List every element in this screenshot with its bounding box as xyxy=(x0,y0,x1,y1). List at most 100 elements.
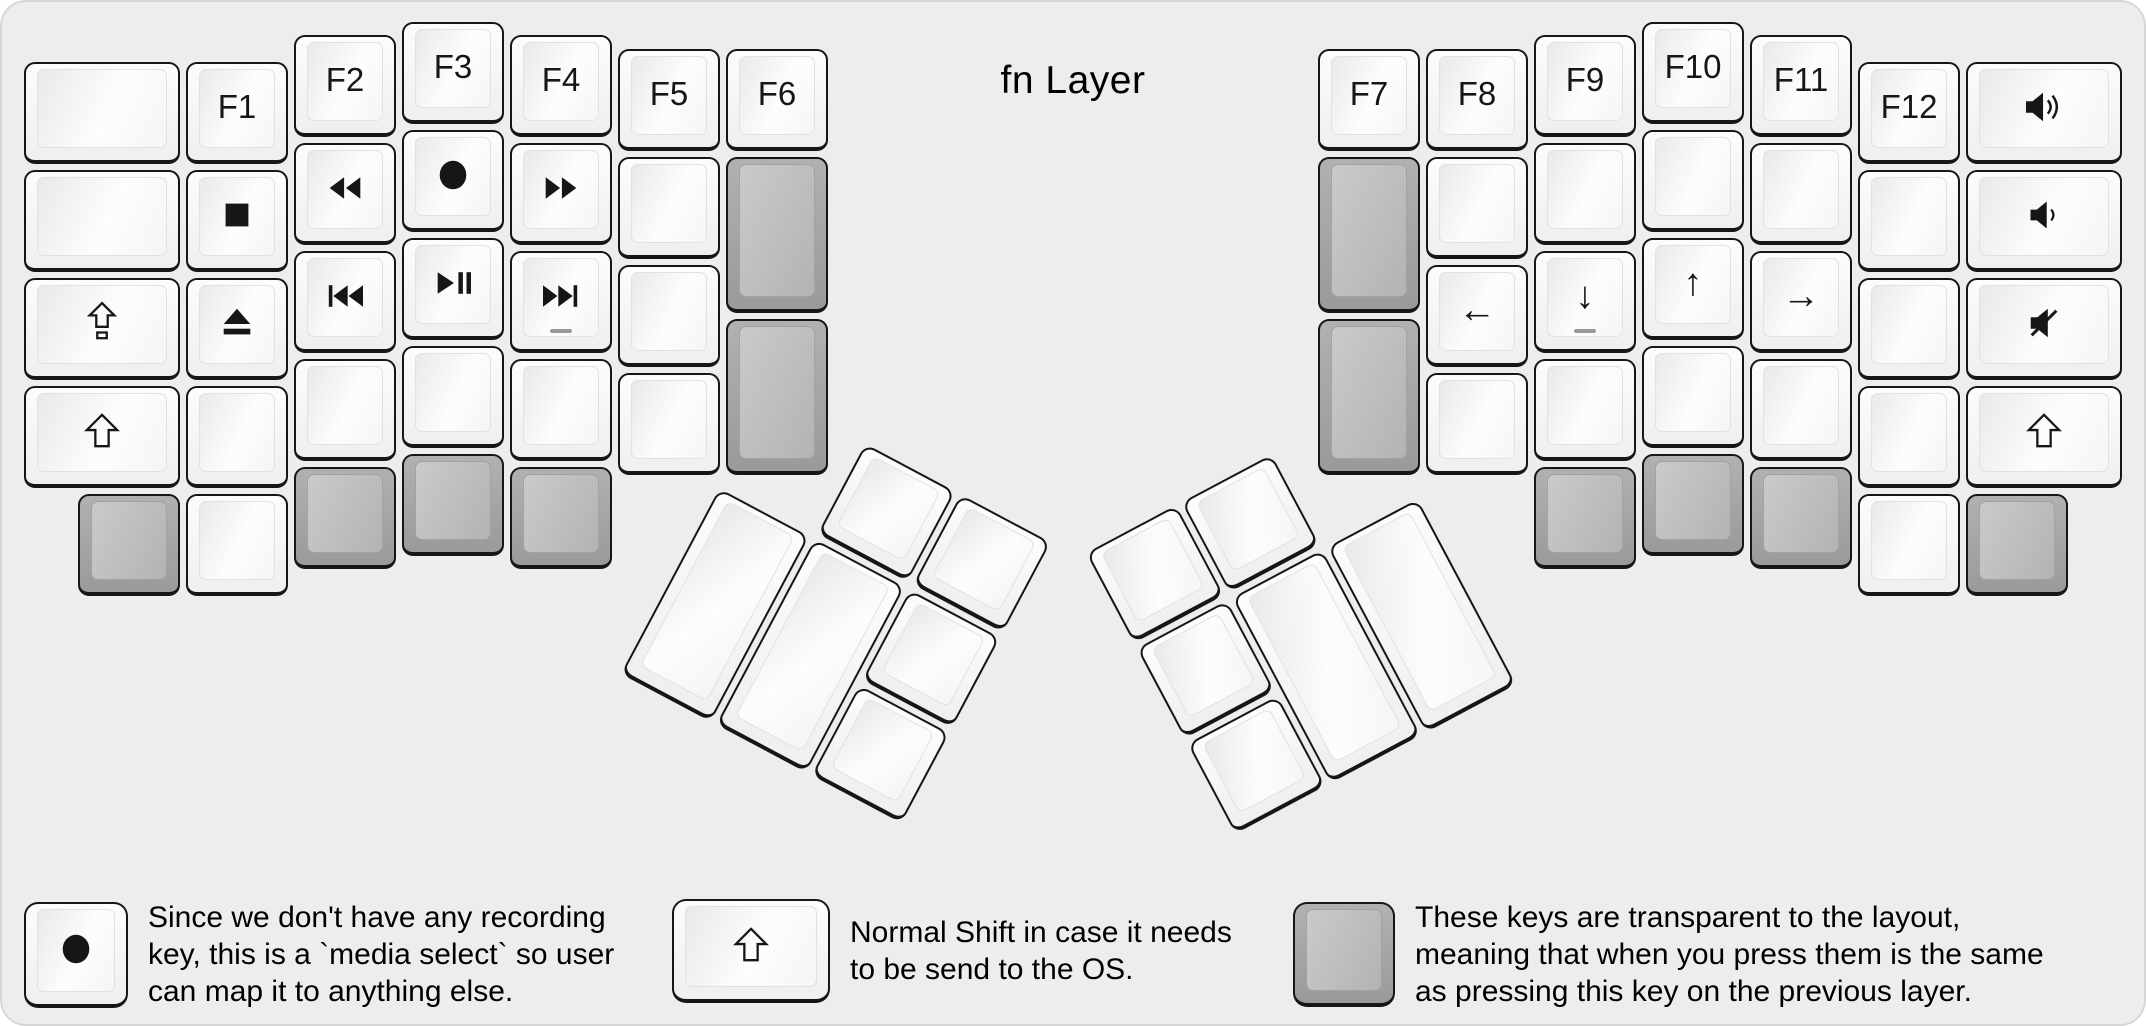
key-shift[interactable] xyxy=(24,386,180,488)
key-blank[interactable] xyxy=(24,62,180,164)
shift-icon xyxy=(1968,388,2120,474)
key-blank[interactable] xyxy=(1642,130,1744,232)
keytop xyxy=(523,366,599,445)
key-f4[interactable]: F4 xyxy=(510,35,612,137)
key-blank[interactable] xyxy=(1426,373,1528,475)
key-blank[interactable] xyxy=(618,157,720,259)
volume-mute-icon xyxy=(1968,280,2120,366)
key-transparent[interactable] xyxy=(78,494,180,596)
key-blank[interactable] xyxy=(1858,386,1960,488)
key-play-pause[interactable] xyxy=(402,238,504,340)
keytop xyxy=(1871,177,1947,256)
keytop xyxy=(739,326,815,459)
keytop xyxy=(199,393,275,472)
keytop xyxy=(37,177,167,256)
keytop xyxy=(415,29,491,108)
key-f6[interactable]: F6 xyxy=(726,49,828,151)
key-arrow-right[interactable]: → xyxy=(1750,251,1852,353)
key-blank[interactable] xyxy=(186,494,288,596)
key-transparent[interactable] xyxy=(294,467,396,569)
key-blank[interactable] xyxy=(186,386,288,488)
key-rewind[interactable] xyxy=(294,143,396,245)
keytop xyxy=(415,461,491,540)
key-f8[interactable]: F8 xyxy=(1426,49,1528,151)
keytop xyxy=(1763,474,1839,553)
key-arrow-left[interactable]: ← xyxy=(1426,265,1528,367)
key-blank[interactable] xyxy=(402,346,504,448)
keytop xyxy=(1202,708,1307,814)
key-transparent[interactable] xyxy=(1966,494,2068,596)
fast-forward-icon xyxy=(512,145,610,231)
key-shift[interactable] xyxy=(1966,386,2122,488)
key-blank[interactable] xyxy=(1858,170,1960,272)
key-f12[interactable]: F12 xyxy=(1858,62,1960,164)
key-blank[interactable] xyxy=(1534,143,1636,245)
key-volume-down[interactable] xyxy=(1966,170,2122,272)
keytop xyxy=(523,42,599,121)
key-blank[interactable] xyxy=(1642,346,1744,448)
key-transparent[interactable] xyxy=(402,454,504,556)
keytop xyxy=(37,69,167,148)
key-blank[interactable] xyxy=(510,359,612,461)
key-transparent[interactable] xyxy=(1318,157,1420,313)
key-blank[interactable] xyxy=(618,265,720,367)
key-blank[interactable] xyxy=(618,373,720,475)
key-arrow-up[interactable]: ↑ xyxy=(1642,238,1744,340)
keytop xyxy=(1655,461,1731,540)
key-f10[interactable]: F10 xyxy=(1642,22,1744,124)
key-volume-up[interactable] xyxy=(1966,62,2122,164)
key-legend: ↑ xyxy=(1683,261,1703,304)
key-f3[interactable]: F3 xyxy=(402,22,504,124)
keytop xyxy=(91,501,167,580)
key-f7[interactable]: F7 xyxy=(1318,49,1420,151)
key-transparent[interactable] xyxy=(1318,319,1420,475)
key-legend: F8 xyxy=(1457,75,1497,112)
key-f11[interactable]: F11 xyxy=(1750,35,1852,137)
key-arrow-down[interactable]: ↓ xyxy=(1534,251,1636,353)
keytop xyxy=(1547,42,1623,121)
key-blank[interactable] xyxy=(1750,143,1852,245)
keytop xyxy=(1871,501,1947,580)
key-stop[interactable] xyxy=(186,170,288,272)
key-record[interactable] xyxy=(402,130,504,232)
key-caps-lock[interactable] xyxy=(24,278,180,380)
key-blank[interactable] xyxy=(1426,157,1528,259)
key-transparent[interactable] xyxy=(510,467,612,569)
keytop xyxy=(1439,56,1515,135)
key-blank[interactable] xyxy=(1534,359,1636,461)
next-track-icon xyxy=(512,253,610,339)
key-volume-mute[interactable] xyxy=(1966,278,2122,380)
key-fast-forward[interactable] xyxy=(510,143,612,245)
key-transparent[interactable] xyxy=(726,157,828,313)
keytop xyxy=(1331,164,1407,297)
keytop xyxy=(37,285,167,364)
key-transparent[interactable] xyxy=(1534,467,1636,569)
key-transparent[interactable] xyxy=(1642,454,1744,556)
keytop xyxy=(1979,393,2109,472)
keytop xyxy=(1871,393,1947,472)
key-blank[interactable] xyxy=(1750,359,1852,461)
key-eject[interactable] xyxy=(186,278,288,380)
key-blank[interactable] xyxy=(294,359,396,461)
keytop xyxy=(830,697,935,803)
key-blank[interactable] xyxy=(1858,494,1960,596)
keytop xyxy=(523,150,599,229)
key-f2[interactable]: F2 xyxy=(294,35,396,137)
key-blank[interactable] xyxy=(24,170,180,272)
key-next-track[interactable] xyxy=(510,251,612,353)
prev-track-icon xyxy=(296,253,394,339)
key-transparent[interactable] xyxy=(1750,467,1852,569)
key-f1[interactable]: F1 xyxy=(186,62,288,164)
key-prev-track[interactable] xyxy=(294,251,396,353)
keytop xyxy=(307,42,383,121)
key-blank[interactable] xyxy=(1858,278,1960,380)
key-f9[interactable]: F9 xyxy=(1534,35,1636,137)
key-legend: F3 xyxy=(433,48,473,85)
key-f5[interactable]: F5 xyxy=(618,49,720,151)
key-transparent[interactable] xyxy=(726,319,828,475)
volume-down-icon xyxy=(1968,172,2120,258)
keytop xyxy=(1306,909,1382,991)
